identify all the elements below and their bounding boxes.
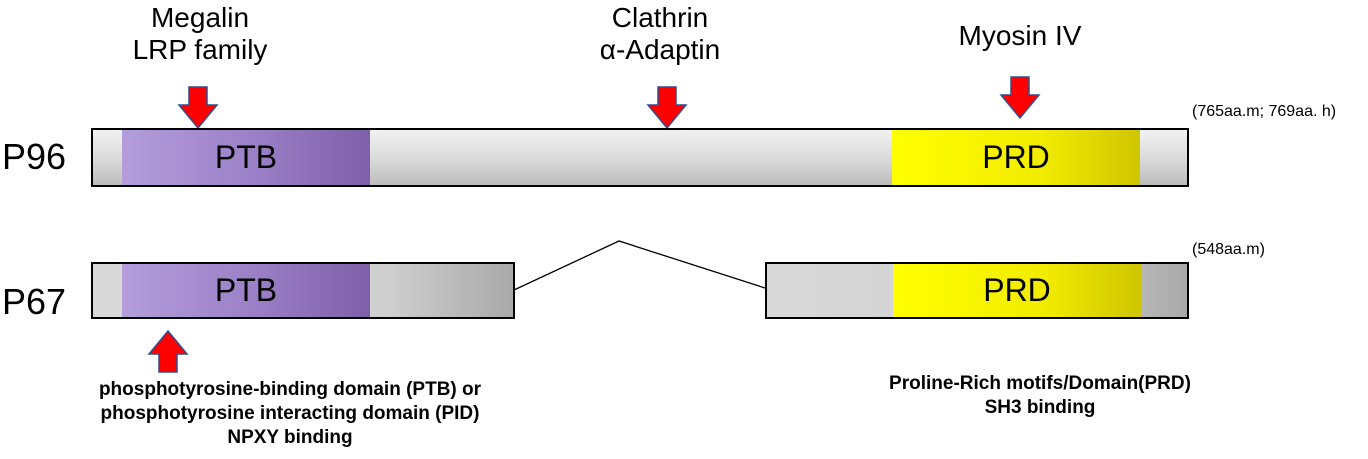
p67-left-bar: PTB	[91, 262, 515, 319]
p67-prd-domain: PRD	[893, 264, 1141, 317]
prd-description: Proline-Rich motifs/Domain(PRD) SH3 bind…	[820, 372, 1260, 420]
p67-size-note: (548aa.m)	[1192, 241, 1265, 258]
p67-label: P67	[2, 281, 67, 322]
megalin-arrow-icon	[177, 86, 219, 130]
clathrin-label: Clathrin α-Adaptin	[570, 2, 750, 66]
myosin-label: Myosin IV	[920, 20, 1120, 52]
prd-description-line2: SH3 binding	[984, 396, 1096, 418]
clathrin-text: Clathrin	[611, 2, 709, 33]
myosin-arrow-icon	[999, 76, 1041, 120]
lrp-family-text: LRP family	[132, 34, 268, 66]
p96-size-note: (765aa.m; 769aa. h)	[1192, 103, 1337, 120]
ptb-up-arrow-icon	[147, 329, 189, 373]
p96-bar: PTB PRD	[91, 128, 1189, 187]
myosin-text: Myosin IV	[958, 20, 1082, 51]
p96-ptb-label: PTB	[214, 139, 278, 175]
p96-label: P96	[2, 136, 67, 177]
ptb-description-line2: phosphotyrosine interacting domain (PID)	[100, 402, 480, 424]
clathrin-arrow-icon	[646, 86, 688, 130]
ptb-description-line3: NPXY binding	[227, 426, 353, 448]
p96-prd-domain: PRD	[892, 130, 1140, 185]
p96-prd-label: PRD	[982, 139, 1050, 175]
ptb-description: phosphotyrosine-binding domain (PTB) or …	[40, 378, 540, 449]
p67-right-bar: PRD	[765, 262, 1189, 319]
alpha-adaptin-text: α-Adaptin	[599, 34, 721, 66]
p67-prd-label: PRD	[983, 272, 1051, 308]
megalin-label: Megalin LRP family	[110, 2, 290, 66]
p67-ptb-domain: PTB	[122, 264, 370, 317]
prd-description-line1: Proline-Rich motifs/Domain(PRD)	[889, 373, 1191, 394]
p96-ptb-domain: PTB	[122, 130, 370, 185]
megalin-text: Megalin	[150, 2, 250, 33]
p67-ptb-label: PTB	[214, 272, 278, 308]
ptb-description-line1: phosphotyrosine-binding domain (PTB) or	[98, 379, 482, 400]
